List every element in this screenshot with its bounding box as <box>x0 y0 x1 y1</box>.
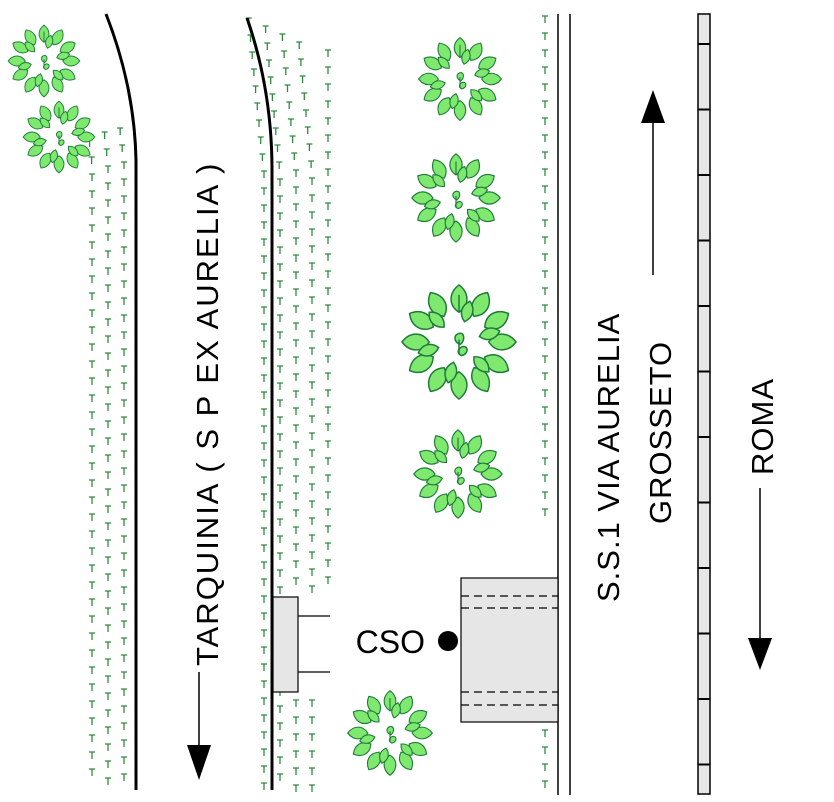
arrow-down-icon <box>748 638 772 670</box>
arrow-up-icon <box>641 90 665 123</box>
grosseto-label: GROSSETO <box>643 341 678 524</box>
railway-track <box>697 13 711 795</box>
road-edge-left-inner <box>245 17 274 790</box>
tree-icon <box>22 100 96 174</box>
small-structure <box>272 596 330 693</box>
grosseto-direction: GROSSETO <box>641 90 678 524</box>
tree-icon <box>418 37 502 121</box>
roma-direction: ROMA <box>745 378 780 670</box>
left-road-label: TARQUINIA ( S P EX AURELIA ) <box>190 162 225 667</box>
tree-icon <box>7 24 81 98</box>
point-marker-icon <box>438 631 458 651</box>
left-road-direction: TARQUINIA ( S P EX AURELIA ) <box>187 162 225 780</box>
grass-verge <box>86 15 548 792</box>
tree-icon <box>411 153 501 243</box>
tree-icon <box>347 690 433 776</box>
tree-icon <box>413 429 503 519</box>
arrow-down-icon <box>187 745 211 780</box>
tree-icon <box>401 284 517 400</box>
cso-label: CSO <box>356 624 425 660</box>
roma-label: ROMA <box>745 378 780 475</box>
culvert-structure <box>460 577 559 723</box>
road-edge-left-outer <box>104 13 138 790</box>
main-road-label: S.S.1 VIA AURELIA <box>591 313 626 602</box>
